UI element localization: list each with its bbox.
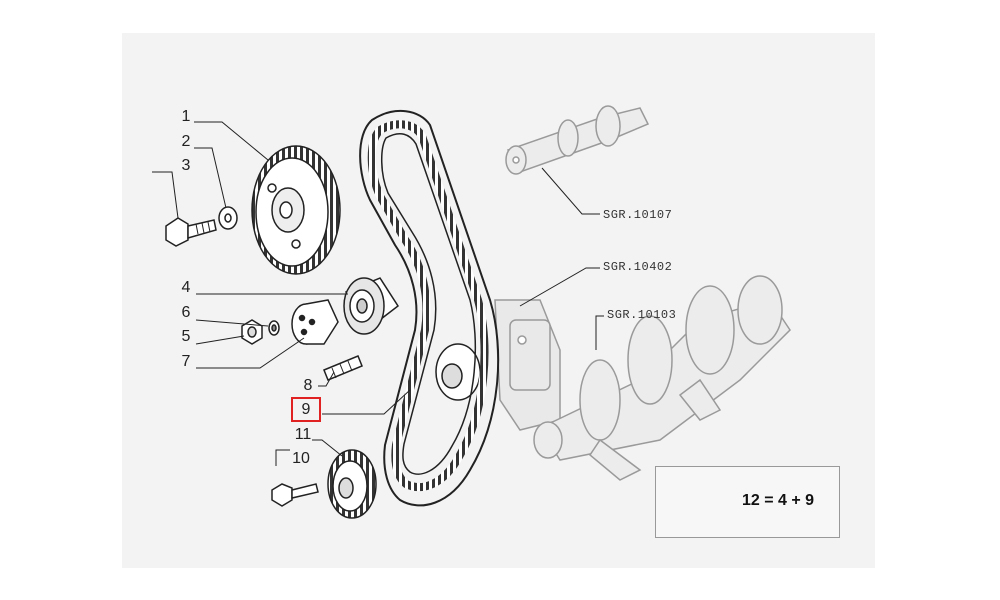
- callout-9: 9: [301, 401, 311, 418]
- camshaft-ghost: [505, 105, 650, 175]
- callout-8: 8: [303, 377, 313, 394]
- camshaft-sprocket: [251, 145, 341, 275]
- crankshaft-bolt: [271, 483, 319, 507]
- callout-1: 1: [181, 108, 191, 125]
- callout-7: 7: [181, 353, 191, 370]
- callout-4: 4: [181, 279, 191, 296]
- crankshaft-sprocket: [327, 449, 377, 519]
- kit-formula: 12 = 4 + 9: [742, 492, 815, 509]
- pump-ghost: [494, 299, 561, 431]
- callout-2: 2: [181, 133, 191, 150]
- belt-tensioner: [343, 277, 400, 335]
- kit-info-box: [655, 466, 840, 538]
- ref-crankshaft[interactable]: SGR.10103: [607, 308, 677, 322]
- tensioner-stud: [323, 355, 363, 381]
- small-washer: [268, 320, 280, 336]
- timing-belt: [359, 109, 500, 507]
- callout-3: 3: [181, 157, 191, 174]
- eccentric-bush: [291, 299, 339, 345]
- callout-6: 6: [181, 304, 191, 321]
- callout-10: 10: [292, 450, 310, 467]
- washer: [218, 206, 238, 230]
- ref-pump[interactable]: SGR.10402: [603, 260, 673, 274]
- tensioner-nut: [241, 319, 263, 345]
- pump-pulley: [435, 343, 481, 401]
- crankshaft-ghost: [533, 275, 791, 481]
- selected-callout-highlight: [291, 397, 321, 422]
- callout-5: 5: [181, 328, 191, 345]
- ref-camshaft[interactable]: SGR.10107: [603, 208, 673, 222]
- leader-lines: [152, 121, 604, 466]
- sprocket-bolt: [165, 217, 217, 247]
- callout-11: 11: [294, 426, 312, 443]
